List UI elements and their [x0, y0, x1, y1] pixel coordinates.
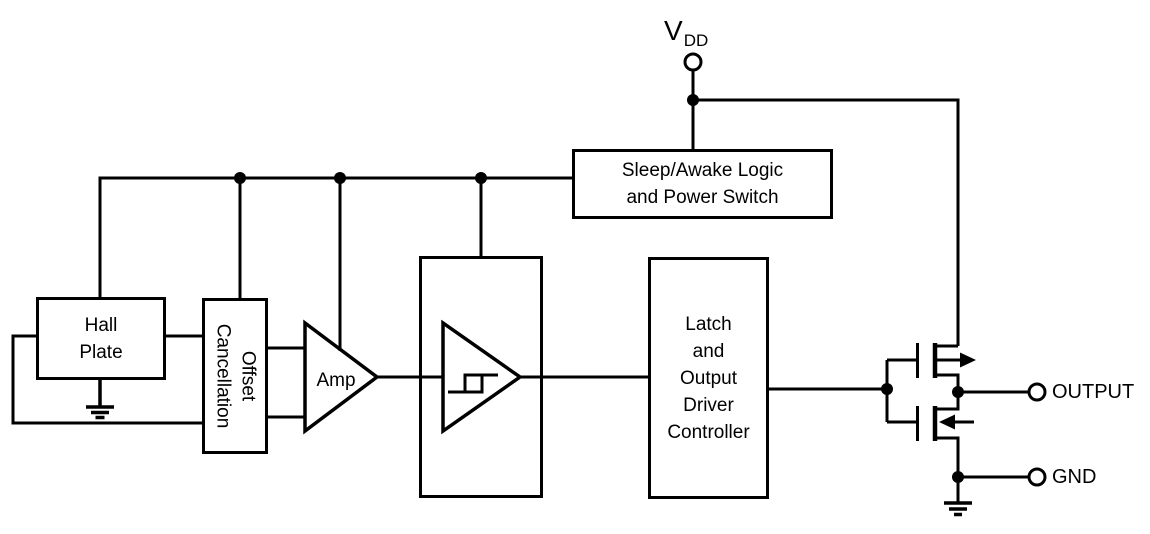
gnd-ground-icon — [944, 501, 972, 517]
offset-cancellation-block: Offset Cancellation — [202, 298, 268, 454]
vdd-label-subscript: DD — [683, 31, 709, 50]
hall-plate-block: Hall Plate — [36, 297, 166, 380]
vdd-rail-wire — [691, 70, 960, 346]
offset-cancellation-label: Offset Cancellation — [212, 323, 259, 429]
sleep-awake-label: Sleep/Awake Logic and Power Switch — [621, 160, 784, 208]
latch-output-driver-block: Latch and Output Driver Controller — [648, 257, 769, 499]
output-terminal-label: OUTPUT — [1052, 381, 1135, 403]
hysteresis-icon — [448, 373, 498, 394]
nmos-arrow-icon — [939, 414, 955, 430]
pmos-transistor-symbol — [916, 343, 976, 392]
amp-label: Amp — [316, 370, 356, 391]
schmitt-trigger-block — [419, 256, 543, 498]
top-bus-wire — [98, 176, 572, 351]
hall-ground-icon — [86, 379, 114, 420]
gnd-terminal-label: GND — [1052, 466, 1097, 488]
nmos-transistor-symbol — [916, 392, 974, 477]
feedback-loop-wire — [11, 334, 202, 425]
gnd-terminal-circle — [1027, 467, 1047, 487]
pmos-arrow-icon — [960, 352, 976, 368]
amp-triangle-symbol — [303, 319, 380, 435]
vdd-terminal-circle — [683, 52, 703, 72]
junction-dots — [234, 94, 964, 483]
latch-output-driver-label: Latch and Output Driver Controller — [667, 313, 750, 443]
sleep-awake-block: Sleep/Awake Logic and Power Switch — [572, 149, 833, 219]
output-terminal-circle — [1027, 382, 1047, 402]
terminal-wires — [956, 390, 1029, 503]
schmitt-trigger-symbol — [441, 319, 524, 435]
vdd-terminal-label: VDD — [664, 16, 708, 56]
vdd-label-main: V — [664, 15, 683, 46]
hall-plate-label: Hall Plate — [79, 314, 123, 363]
